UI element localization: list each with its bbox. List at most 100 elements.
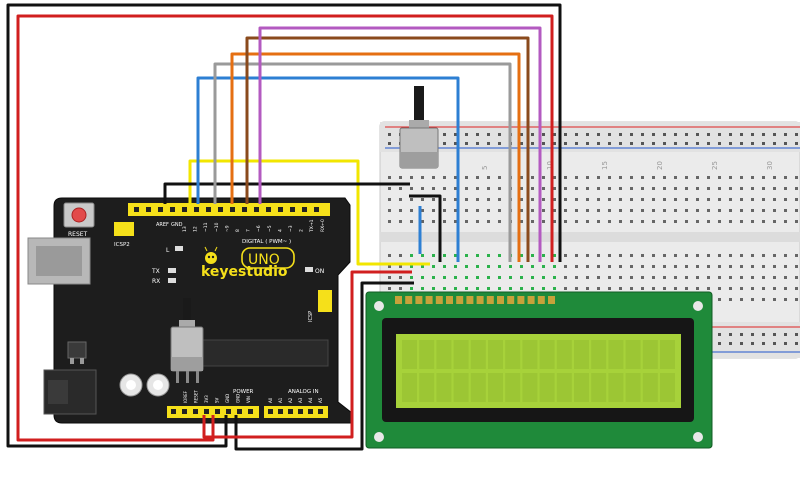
wire-purple [258, 26, 542, 262]
lcd-cell [488, 373, 503, 402]
breadboard-hole [696, 187, 699, 190]
breadboard-hole [652, 220, 655, 223]
breadboard-hole [498, 176, 501, 179]
breadboard-hole [410, 176, 413, 179]
power-pin-label: GND [225, 394, 230, 403]
breadboard-hole [729, 276, 732, 279]
breadboard-hole [740, 176, 743, 179]
rail-hole [773, 333, 776, 336]
breadboard-hole [718, 298, 721, 301]
connected-hole [432, 276, 435, 279]
breadboard-hole [608, 209, 611, 212]
breadboard-hole [795, 265, 798, 268]
breadboard-hole [531, 176, 534, 179]
lcd-pin [527, 296, 535, 304]
rail-hole [784, 142, 787, 145]
breadboard-hole [696, 254, 699, 257]
breadboard-hole [762, 265, 765, 268]
breadboard-hole [487, 187, 490, 190]
digital-pin-label: 8 [235, 229, 241, 232]
analog-pin-label: A5 [318, 397, 323, 403]
breadboard-hole [762, 220, 765, 223]
rail-hole [608, 133, 611, 136]
digital-pin-label: 2 [299, 229, 305, 232]
breadboard-hole [784, 265, 787, 268]
breadboard-hole [762, 176, 765, 179]
breadboard-hole [421, 187, 424, 190]
lcd-pin [466, 296, 474, 304]
breadboard-hole [740, 298, 743, 301]
breadboard-hole [597, 187, 600, 190]
rail-hole [575, 142, 578, 145]
wire-yellow [188, 159, 430, 266]
breadboard-hole [586, 276, 589, 279]
breadboard-hole [608, 220, 611, 223]
rail-hole [443, 133, 446, 136]
rail-hole [784, 333, 787, 336]
breadboard-hole [531, 187, 534, 190]
breadboard-hole [652, 287, 655, 290]
breadboard-hole [575, 176, 578, 179]
header-pin [194, 207, 199, 212]
breadboard-hole [608, 265, 611, 268]
breadboard-hole [674, 209, 677, 212]
breadboard-hole [685, 187, 688, 190]
connected-hole [410, 254, 413, 257]
breadboard-hole [597, 220, 600, 223]
rail-hole [784, 133, 787, 136]
lcd-cell [608, 373, 624, 402]
breadboard-hole [421, 176, 424, 179]
breadboard-hole [432, 176, 435, 179]
header-pin [278, 409, 283, 414]
rail-hole [685, 133, 688, 136]
breadboard-hole [575, 220, 578, 223]
breadboard-hole [542, 209, 545, 212]
breadboard-hole [399, 198, 402, 201]
breadboard-hole [729, 220, 732, 223]
breadboard-hole [718, 276, 721, 279]
connected-hole [553, 287, 556, 290]
breadboard-hole [751, 176, 754, 179]
breadboard-hole [597, 176, 600, 179]
analog-label: ANALOG IN [288, 389, 319, 395]
breadboard-hole [564, 209, 567, 212]
breadboard-hole [773, 287, 776, 290]
connected-hole [498, 287, 501, 290]
breadboard-hole [641, 287, 644, 290]
lcd-cell [660, 340, 675, 369]
lcd-cell [574, 373, 589, 402]
breadboard-hole [762, 287, 765, 290]
digital-pin-label: TX→1 [309, 219, 315, 233]
rail-hole [597, 133, 600, 136]
wire-brown [245, 36, 530, 262]
breadboard-hole [674, 198, 677, 201]
breadboard-hole [443, 198, 446, 201]
rail-hole [531, 142, 534, 145]
lcd-cell [660, 373, 675, 402]
breadboard-hole [707, 287, 710, 290]
breadboard-hole [641, 265, 644, 268]
breadboard-hole [542, 220, 545, 223]
digital-label: DIGITAL ( PWM~ ) [242, 239, 291, 245]
breadboard-hole [663, 198, 666, 201]
breadboard-hole [718, 220, 721, 223]
breadboard-hole [608, 198, 611, 201]
breadboard-hole [696, 176, 699, 179]
rail-hole [465, 142, 468, 145]
breadboard-hole [674, 276, 677, 279]
breadboard-hole [641, 187, 644, 190]
breadboard-hole [597, 265, 600, 268]
breadboard-hole [454, 209, 457, 212]
breadboard-hole [707, 176, 710, 179]
connected-hole [531, 265, 534, 268]
breadboard-hole [465, 198, 468, 201]
lcd-cell [539, 340, 555, 369]
lcd-cell [505, 340, 521, 369]
connected-hole [487, 254, 490, 257]
rail-hole [696, 142, 699, 145]
breadboard-hole [487, 176, 490, 179]
breadboard-hole [465, 187, 468, 190]
header-pin [226, 409, 231, 414]
connected-hole [454, 287, 457, 290]
breadboard-hole [399, 209, 402, 212]
